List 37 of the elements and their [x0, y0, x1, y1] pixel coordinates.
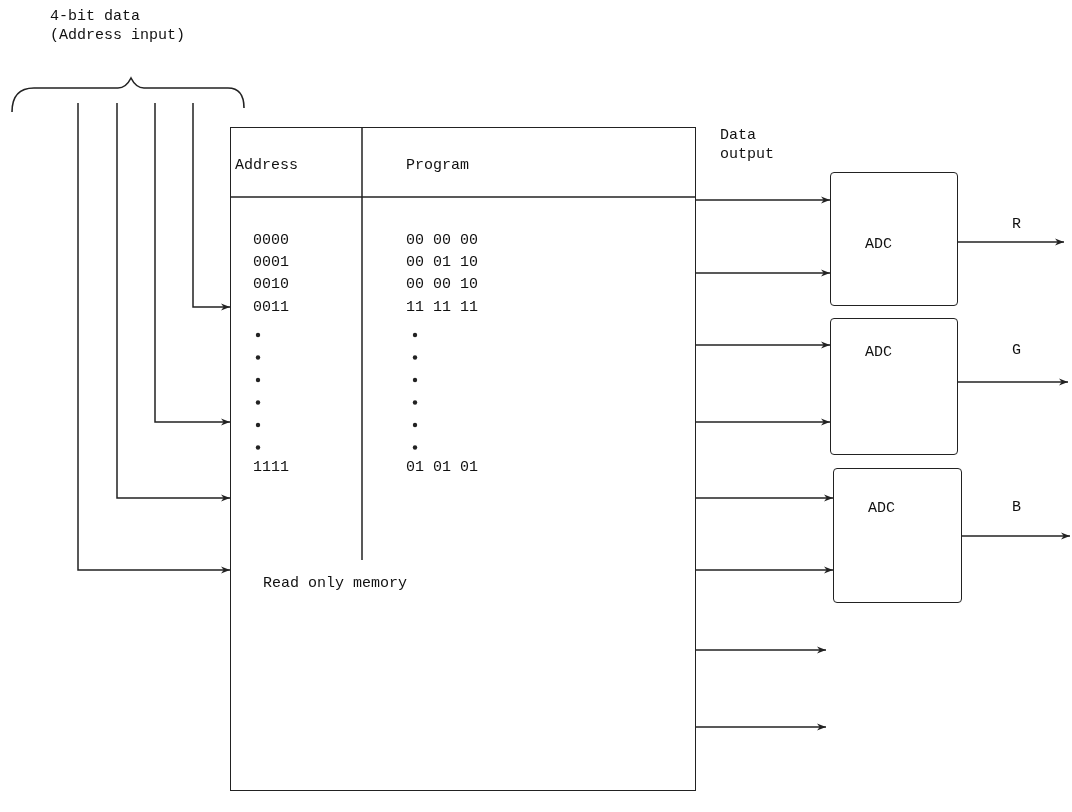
column-header: Program: [406, 158, 469, 175]
arrow: [957, 378, 1069, 386]
table-cell: 00 01 10: [406, 255, 478, 272]
table-cell: 0010: [253, 277, 289, 294]
column-header: Address: [235, 158, 298, 175]
block-label: ADC: [865, 237, 892, 254]
bus-label: 4-bit data (Address input): [50, 8, 187, 46]
output-label: Data output: [720, 127, 775, 165]
table-cell: 00 00 10: [406, 277, 478, 294]
arrow: [957, 238, 1065, 246]
converter-box: [830, 318, 958, 455]
table-cell: 0011: [253, 300, 289, 317]
arrow: [695, 494, 834, 502]
arrow: [695, 646, 827, 654]
table-cell: 0000: [253, 233, 289, 250]
arrow: [961, 532, 1071, 540]
block-label: ADC: [865, 345, 892, 362]
table-cell: 01 01 01: [406, 460, 478, 477]
arrow: [695, 269, 831, 277]
arrow: [192, 102, 231, 311]
arrow: [116, 102, 231, 502]
arrow: [77, 102, 231, 574]
table-cell: 11 11 11: [406, 300, 478, 317]
arrow: [695, 341, 831, 349]
arrow: [695, 418, 831, 426]
block-label: Read only memory: [263, 576, 408, 593]
memory-block: [230, 127, 696, 791]
converter-box: [830, 172, 958, 306]
arrow: [695, 723, 827, 731]
block-label: ADC: [868, 501, 895, 518]
table-cell: 00 00 00: [406, 233, 478, 250]
arrow: [695, 566, 834, 574]
table-cell: 0001: [253, 255, 289, 272]
arrow: [695, 196, 831, 204]
arrow: [154, 102, 231, 426]
table-cell: 1111: [253, 460, 289, 477]
converter-box: [833, 468, 962, 603]
